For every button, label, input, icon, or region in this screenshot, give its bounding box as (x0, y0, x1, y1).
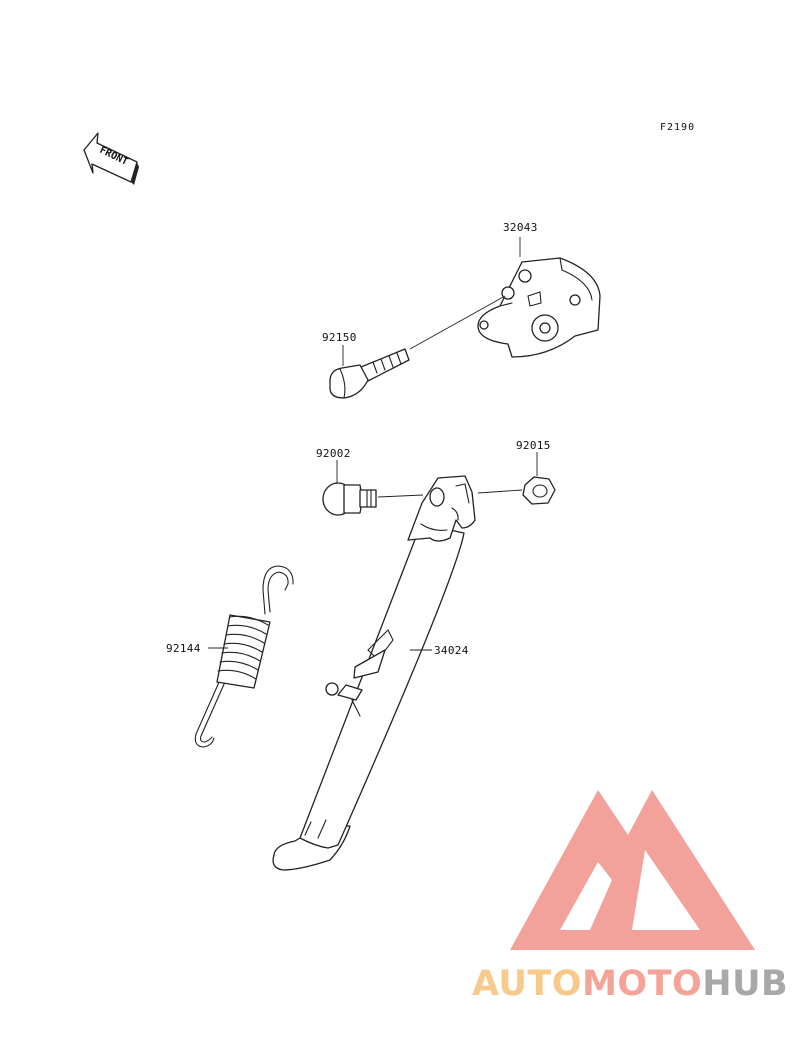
watermark-text: AUTOMOTOHUB (472, 964, 788, 1004)
watermark-moto: MOTO (582, 964, 702, 1004)
watermark-logo: AUTOMOTOHUB (472, 790, 788, 1004)
part-number-92144: 92144 (166, 642, 201, 655)
pivot-bolt-92002 (322, 482, 377, 516)
assembly-line-bolt-92150 (409, 295, 506, 350)
part-number-92002: 92002 (316, 447, 351, 460)
watermark-hub: HUB (702, 964, 788, 1004)
front-arrow-icon: FRONT (83, 132, 139, 185)
watermark-auto: AUTO (472, 964, 582, 1004)
part-number-34024: 34024 (434, 644, 469, 657)
part-number-92150: 92150 (322, 331, 357, 344)
nut-92015 (522, 476, 556, 505)
bracket-32043 (477, 257, 601, 358)
bolt-92150 (329, 348, 410, 399)
figure-code: F2190 (660, 122, 695, 133)
part-number-92015: 92015 (516, 439, 551, 452)
spring-92144 (194, 565, 294, 748)
logo-mark-icon (510, 790, 755, 950)
part-number-32043: 32043 (503, 221, 538, 234)
assembly-line-pivot-bolt-92002 (377, 494, 424, 498)
side-stand-34024 (272, 475, 476, 871)
assembly-line-nut-92015 (477, 489, 523, 494)
